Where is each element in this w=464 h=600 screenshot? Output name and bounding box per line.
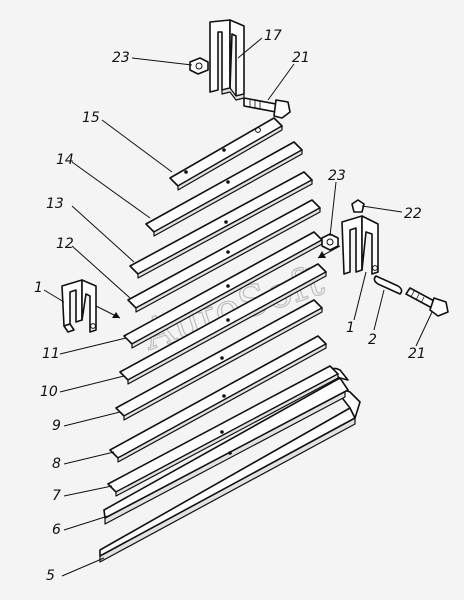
clamp-17 (209, 19, 245, 101)
leaf-12 (127, 199, 321, 313)
leaf-14 (145, 141, 303, 237)
center-hole (226, 284, 230, 288)
center-hole (226, 250, 230, 254)
leader-lines (43, 37, 433, 577)
bolt-21-right (405, 287, 449, 317)
callout-1-right: 1 (346, 320, 355, 336)
clamp-1-left (61, 279, 97, 333)
leaf-8 (109, 335, 327, 463)
callout-2: 2 (368, 332, 377, 348)
callout-13: 13 (46, 196, 64, 212)
callout-10: 10 (40, 384, 58, 400)
center-hole (226, 318, 230, 322)
callout-15: 15 (82, 110, 100, 126)
center-hole (222, 394, 226, 398)
callout-21-right: 21 (408, 346, 426, 362)
center-hole (228, 451, 232, 455)
center-hole (224, 220, 228, 224)
callout-9: 9 (52, 418, 61, 434)
callout-1-left: 1 (34, 280, 43, 296)
callout-17: 17 (264, 28, 282, 44)
pin-2 (373, 275, 403, 295)
callout-23-top: 23 (112, 50, 130, 66)
leaf-10 (119, 263, 327, 385)
center-hole (226, 180, 230, 184)
bolt-21-top (243, 97, 291, 119)
callout-8: 8 (52, 456, 61, 472)
callout-23-right: 23 (328, 168, 346, 184)
assembly-arrow-right (317, 245, 341, 259)
leaf-5 (99, 389, 361, 563)
callout-12: 12 (56, 236, 74, 252)
callout-7: 7 (52, 488, 61, 504)
callout-5: 5 (46, 568, 55, 584)
leaf-7 (107, 365, 339, 497)
callout-11: 11 (42, 346, 60, 362)
fitting-22 (351, 199, 365, 213)
center-hole (220, 430, 224, 434)
end-hole (184, 170, 188, 174)
callout-6: 6 (52, 522, 61, 538)
nut-23-right (321, 233, 339, 251)
center-hole (220, 356, 224, 360)
leaf-9 (115, 299, 323, 421)
callout-22: 22 (404, 206, 422, 222)
rivet (255, 127, 261, 133)
callout-21-top: 21 (292, 50, 310, 66)
clamp-1-right (341, 215, 379, 275)
assembly-arrow-left (95, 305, 121, 319)
center-hole (222, 148, 226, 152)
leaf-15 (169, 117, 283, 191)
nut-23-top (189, 57, 209, 75)
leaf-11 (123, 231, 323, 349)
leaf-13 (129, 171, 313, 279)
callout-14: 14 (56, 152, 74, 168)
